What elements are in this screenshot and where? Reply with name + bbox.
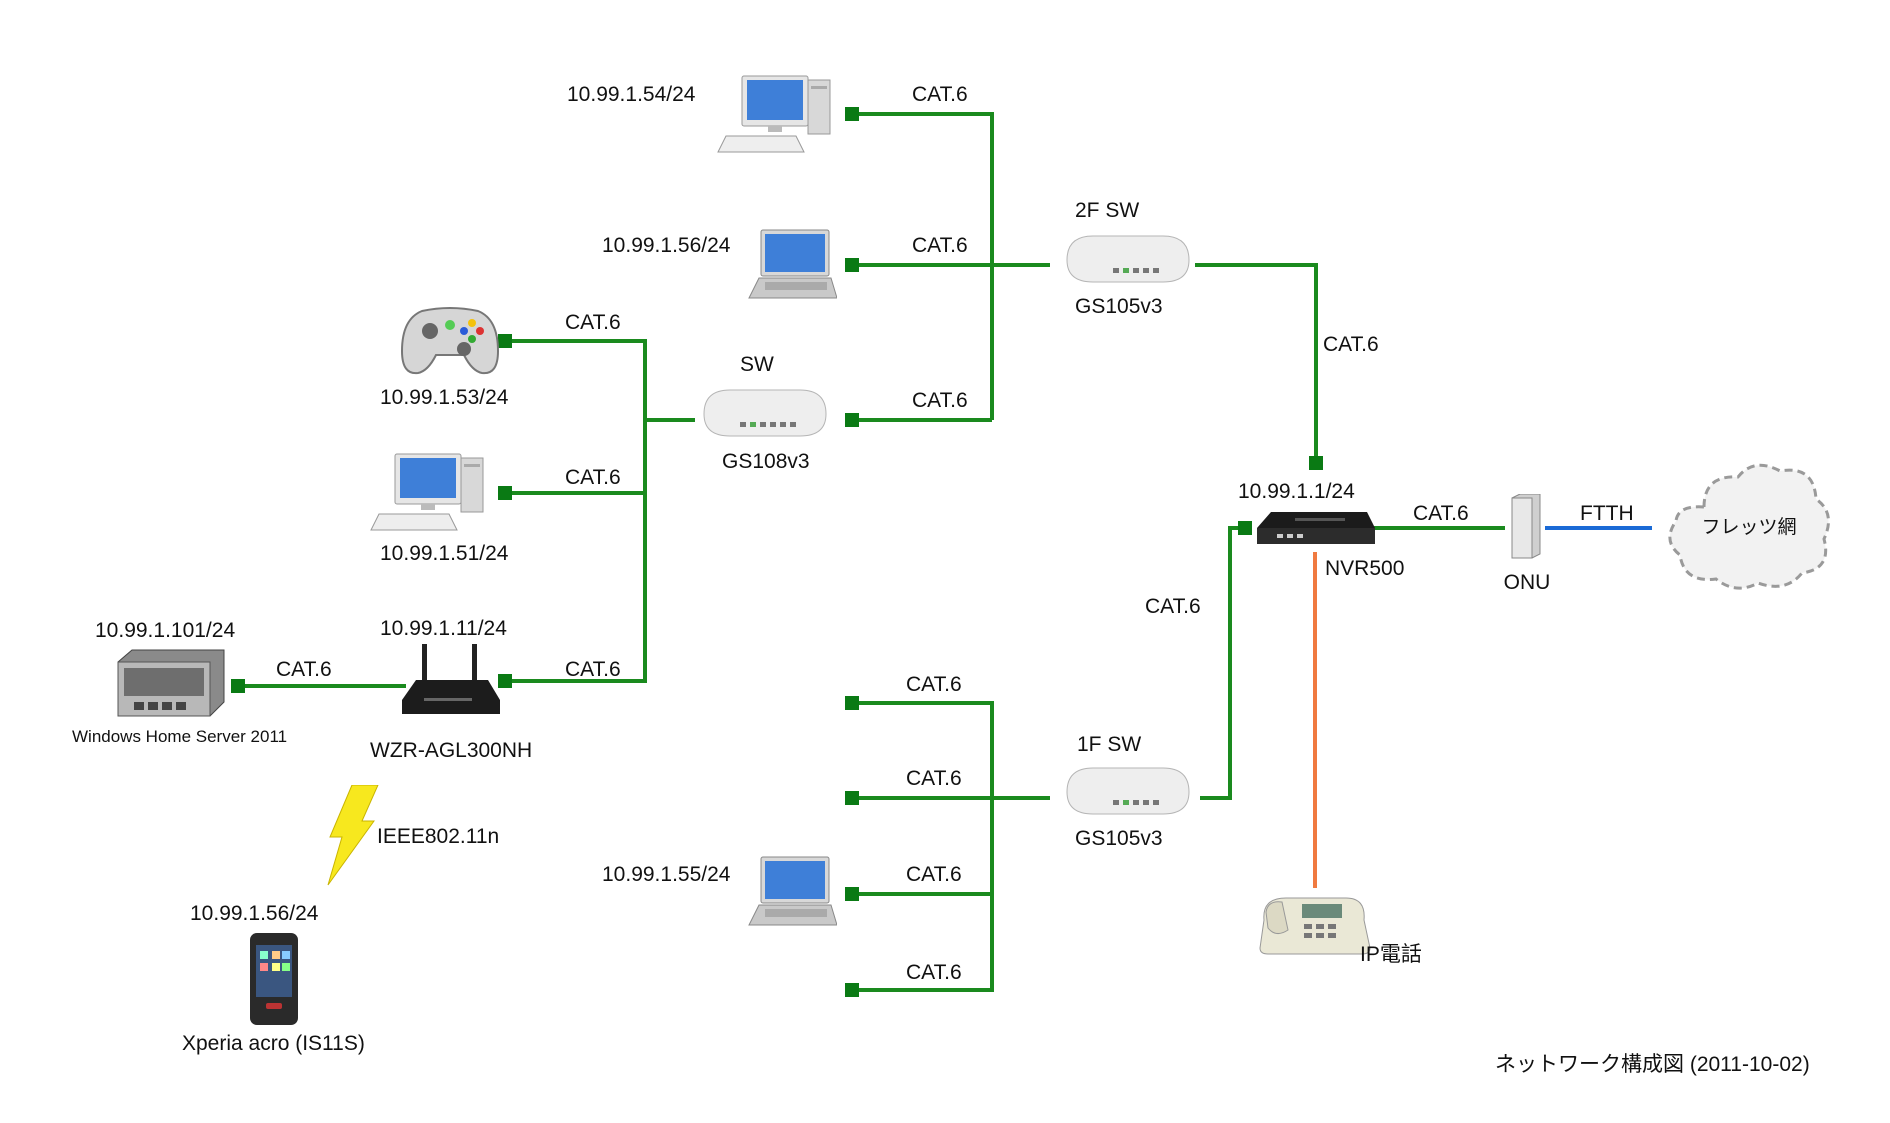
server-icon [117, 649, 225, 717]
ip-label: 10.99.1.55/24 [602, 863, 731, 886]
link-label: CAT.6 [1145, 595, 1201, 618]
cloud-label: フレッツ網 [1701, 517, 1797, 538]
link-label: CAT.6 [276, 658, 332, 681]
link-label: CAT.6 [906, 863, 962, 886]
link-label: CAT.6 [912, 83, 968, 106]
game-controller-icon [400, 307, 500, 375]
link-label: CAT.6 [906, 767, 962, 790]
switch-icon [703, 389, 827, 437]
link-label: CAT.6 [912, 234, 968, 257]
phone-name: Xperia acro (IS11S) [182, 1032, 365, 1055]
ip-label: 10.99.1.56/24 [190, 902, 319, 925]
link-label: CAT.6 [1413, 502, 1469, 525]
link-label: CAT.6 [1323, 333, 1379, 356]
port [498, 334, 512, 348]
diagram-caption: ネットワーク構成図 (2011-10-02) [1495, 1053, 1810, 1076]
port [845, 258, 859, 272]
lightning-icon [327, 785, 379, 886]
onu-label: ONU [1503, 571, 1551, 594]
port [845, 983, 859, 997]
switch-model: GS105v3 [1075, 295, 1163, 318]
wire-xbox [505, 339, 647, 683]
port [1238, 521, 1252, 535]
switch-icon [1066, 767, 1190, 815]
ip-label: 10.99.1.56/24 [602, 234, 731, 257]
ip-label: 10.99.1.101/24 [95, 619, 236, 642]
laptop-icon [748, 229, 837, 299]
desktop-pc-icon [370, 453, 484, 531]
router-icon [1257, 512, 1375, 544]
port [498, 486, 512, 500]
port [845, 107, 859, 121]
wire-2fsw-to-nvr [1195, 263, 1318, 463]
desk-phone-icon [1259, 897, 1371, 955]
switch-model: GS105v3 [1075, 827, 1163, 850]
port [845, 887, 859, 901]
cloud-icon [1668, 463, 1830, 590]
link-label: CAT.6 [565, 466, 621, 489]
smartphone-icon [250, 933, 298, 1025]
switch-title: 1F SW [1077, 733, 1142, 756]
link-label: CAT.6 [565, 658, 621, 681]
ip-label: 10.99.1.51/24 [380, 542, 509, 565]
wireless-label: IEEE802.11n [377, 825, 500, 848]
link-label: CAT.6 [565, 311, 621, 334]
port [845, 791, 859, 805]
onu-icon [1511, 494, 1541, 559]
port [498, 674, 512, 688]
wire-1fsw-to-nvr [1200, 526, 1252, 800]
port [1309, 456, 1323, 470]
ip-label: 10.99.1.1/24 [1238, 480, 1355, 503]
link-label: CAT.6 [906, 961, 962, 984]
port [231, 679, 245, 693]
link-label: CAT.6 [912, 389, 968, 412]
link-label: FTTH [1580, 502, 1634, 525]
wire-1f-bus [852, 701, 994, 992]
laptop-icon [748, 856, 837, 926]
link-label: CAT.6 [906, 673, 962, 696]
ipphone-label: IP電話 [1360, 943, 1422, 966]
ip-label: 10.99.1.54/24 [567, 83, 696, 106]
port [845, 413, 859, 427]
wire-pc2f [852, 112, 994, 420]
desktop-pc-icon [717, 75, 831, 153]
ip-label: 10.99.1.53/24 [380, 386, 509, 409]
port [845, 696, 859, 710]
router-model: NVR500 [1325, 557, 1405, 580]
wireless-router-icon [402, 644, 500, 714]
ip-label: 10.99.1.11/24 [380, 617, 507, 640]
switch-icon [1066, 235, 1190, 283]
switch-model: GS108v3 [722, 450, 810, 473]
switch-title: SW [740, 353, 774, 376]
router-model: WZR-AGL300NH [370, 739, 533, 762]
server-name: Windows Home Server 2011 [72, 727, 288, 746]
switch-title: 2F SW [1075, 199, 1140, 222]
